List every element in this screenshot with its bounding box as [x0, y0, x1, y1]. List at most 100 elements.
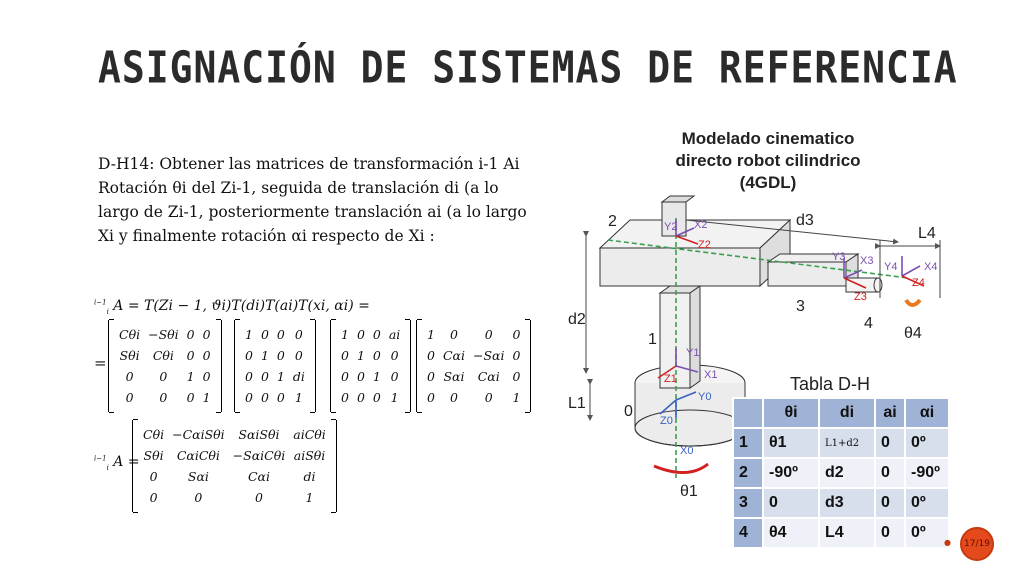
label-L1: L1: [568, 395, 586, 412]
matrix-cell: 0: [245, 348, 253, 363]
matrix-cell: 0: [372, 390, 381, 405]
matrix-cell: 0: [427, 369, 435, 384]
label-z1: Z1: [664, 373, 677, 385]
matrix-cell: 0: [484, 327, 493, 342]
label-y3: Y3: [832, 251, 845, 263]
matrix-cell: 1: [186, 369, 195, 384]
matrix-cell: 0: [194, 490, 203, 505]
alpha-cell: 0º: [904, 487, 950, 519]
row-index: 4: [732, 517, 764, 549]
label-d2: d2: [568, 311, 586, 328]
matrix-cell: CαiCθi: [176, 448, 220, 463]
label-theta1: θ1: [680, 483, 698, 500]
label-z0: Z0: [660, 415, 673, 427]
matrix-cell: 1: [245, 327, 253, 342]
matrix-cell: 0: [427, 348, 435, 363]
matrix-cell: Cθi: [152, 348, 174, 363]
matrix-cell: 0: [372, 348, 381, 363]
diagram-title: Modelado cinematico directo robot cilind…: [675, 129, 861, 192]
table-row: 4 θ4 L4 0 0º: [732, 517, 950, 549]
table-row: 1 θ1 L1+d2 0 0º: [732, 427, 950, 459]
matrix-cell: 1: [260, 348, 269, 363]
matrix-cell: 1: [305, 490, 314, 505]
body-line: D-H14: Obtener las matrices de transform…: [98, 155, 520, 173]
matrix-cell: 1: [390, 390, 399, 405]
label-x0: X0: [680, 445, 693, 457]
row-index: 2: [732, 457, 764, 489]
label-2: 2: [608, 213, 617, 230]
matrix-cell: 0: [512, 327, 521, 342]
matrix-cell: 0: [276, 390, 285, 405]
label-y1: Y1: [686, 347, 699, 359]
matrix-cell: Sαi: [187, 469, 209, 484]
label-1: 1: [648, 331, 657, 348]
matrix-cell: 1: [427, 327, 435, 342]
matrix-cell: 0: [186, 327, 195, 342]
matrix-cell: 0: [341, 348, 349, 363]
d-cell: L1+d2: [818, 427, 876, 459]
matrix-cell: SαiSθi: [238, 427, 280, 442]
matrix-cell: Sθi: [119, 348, 140, 363]
matrix-cell: 0: [294, 348, 303, 363]
matrix-cell: 0: [159, 390, 168, 405]
label-0: 0: [624, 403, 633, 420]
label-x4: X4: [924, 261, 937, 273]
table-row: 3 0 d3 0 0º: [732, 487, 950, 519]
matrix-cell: 1: [341, 327, 349, 342]
a-cell: 0: [874, 487, 906, 519]
header-cell: αi: [904, 397, 950, 429]
label-x1: X1: [704, 369, 717, 381]
label-y4: Y4: [884, 261, 897, 273]
matrix-cell: 0: [202, 327, 211, 342]
row-index: 1: [732, 427, 764, 459]
label-x2: X2: [694, 219, 707, 231]
matrix-cell: 0: [356, 369, 365, 384]
matrix-cell: −Sαi: [472, 348, 505, 363]
matrix-cell: −CαiSθi: [172, 427, 225, 442]
body-line: Xi y finalmente rotación αi respecto de …: [98, 227, 435, 245]
matrix-cell: −Sθi: [148, 327, 179, 342]
bullet-icon: ●: [944, 538, 951, 547]
matrix-cell: 0: [276, 348, 285, 363]
matrix-cell: 0: [449, 327, 458, 342]
matrix-cell: 1: [356, 348, 365, 363]
theta-cell: 0: [762, 487, 820, 519]
matrix-cell: 0: [484, 390, 493, 405]
label-y2: Y2: [664, 221, 677, 233]
d-cell: d2: [818, 457, 876, 489]
dh-table: θi di ai αi 1 θ1 L1+d2 0 0º 2 -90º d2 0 …: [732, 397, 950, 549]
header-cell: [732, 397, 764, 429]
matrix-cell: 0: [186, 390, 195, 405]
matrix-cell: aiCθi: [293, 427, 326, 442]
label-L4: L4: [918, 225, 936, 242]
matrix-cell: 0: [202, 348, 211, 363]
equals-sign: =: [94, 354, 107, 372]
matrix-cell: 0: [260, 327, 269, 342]
table-row: 2 -90º d2 0 -90º: [732, 457, 950, 489]
d-cell: L4: [818, 517, 876, 549]
matrix-cell: 0: [149, 469, 158, 484]
matrix-cell: 0: [512, 369, 521, 384]
matrix-cell: Cαi: [442, 348, 465, 363]
theta-cell: θ4: [762, 517, 820, 549]
matrix-cell: 0: [260, 390, 269, 405]
matrix-cell: Sαi: [443, 369, 465, 384]
label-3: 3: [796, 298, 805, 315]
matrix-cell: 0: [390, 369, 399, 384]
matrix-cell: 0: [356, 327, 365, 342]
matrix-cell: Sθi: [143, 448, 164, 463]
